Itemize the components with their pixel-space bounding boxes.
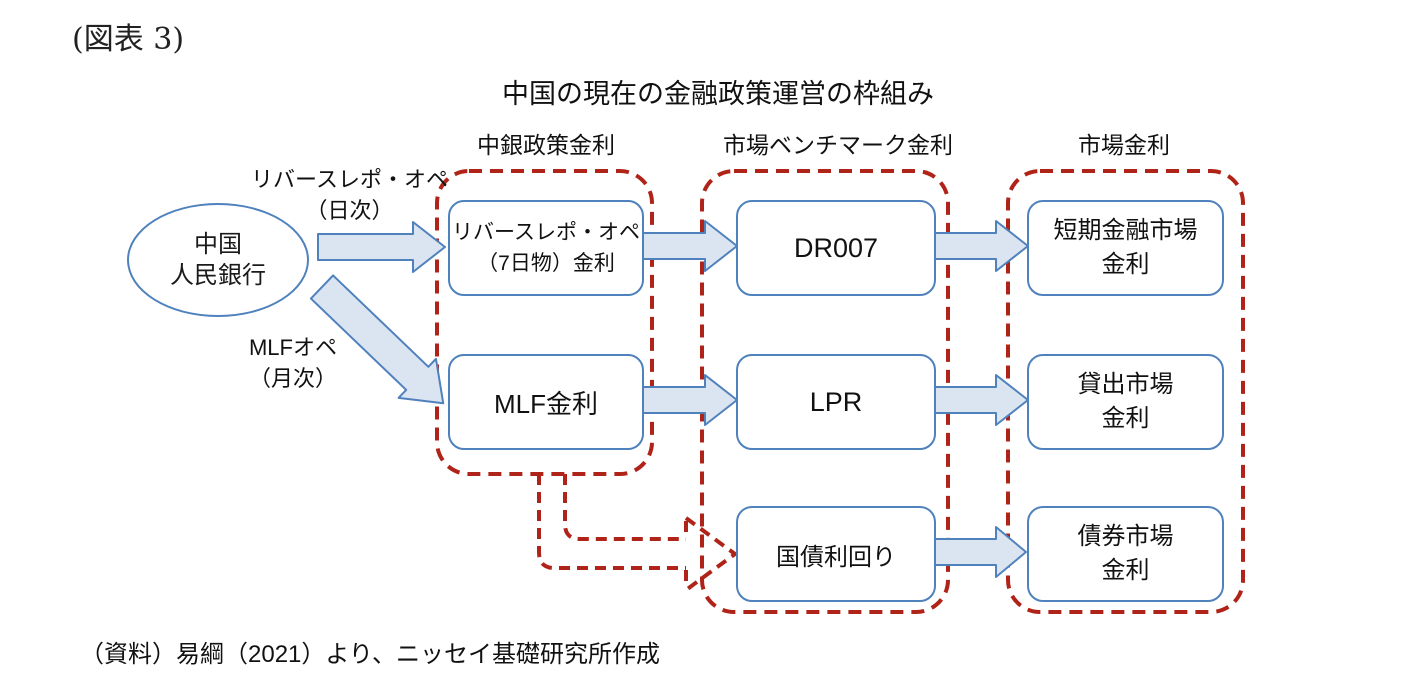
box-reverse-repo-rate: リバースレポ・オペ （7日物）金利 — [448, 200, 644, 296]
flow-arrow-lpr-to-lending — [930, 374, 1029, 426]
box-lpr: LPR — [736, 354, 936, 450]
source-note: （資料）易綱（2021）より、ニッセイ基礎研究所作成 — [80, 641, 660, 668]
box-short-term-money-market-rate: 短期金融市場 金利 — [1027, 200, 1224, 296]
node-pboc-label: 中国 人民銀行 — [170, 230, 266, 289]
flow-arrow-mlf-to-lpr — [640, 374, 738, 426]
box-mlf-rate: MLF金利 — [448, 354, 644, 450]
figure-label: (図表 3) — [72, 22, 185, 57]
flow-arrow-pboc-to-reverse-repo — [317, 221, 446, 273]
label-mlf-ope: MLFオペ （月次） — [248, 335, 337, 391]
flow-arrow-dr007-to-short-term — [930, 220, 1029, 272]
column-header-market-rates: 市場金利 — [1078, 132, 1170, 158]
box-dr007: DR007 — [736, 200, 936, 296]
node-pboc: 中国 人民銀行 — [127, 203, 309, 317]
flow-arrow-reverse-repo-to-dr007 — [640, 220, 738, 272]
dashed-arrow-policy-to-bond-yield — [537, 474, 737, 592]
label-reverse-repo-ope: リバースレポ・オペ （日次） — [251, 167, 448, 223]
group-outline-policy-rates — [435, 169, 654, 476]
box-government-bond-yield: 国債利回り — [736, 506, 936, 602]
flow-arrow-pboc-to-mlf — [309, 274, 445, 405]
box-lending-market-rate: 貸出市場 金利 — [1027, 354, 1224, 450]
box-bond-market-rate: 債券市場 金利 — [1027, 506, 1224, 602]
column-header-benchmark-rates: 市場ベンチマーク金利 — [723, 132, 953, 158]
flow-arrow-bond-yield-to-bond-market — [929, 526, 1027, 578]
column-header-policy-rates: 中銀政策金利 — [477, 132, 615, 158]
diagram-title: 中国の現在の金融政策運営の枠組み — [502, 79, 934, 109]
